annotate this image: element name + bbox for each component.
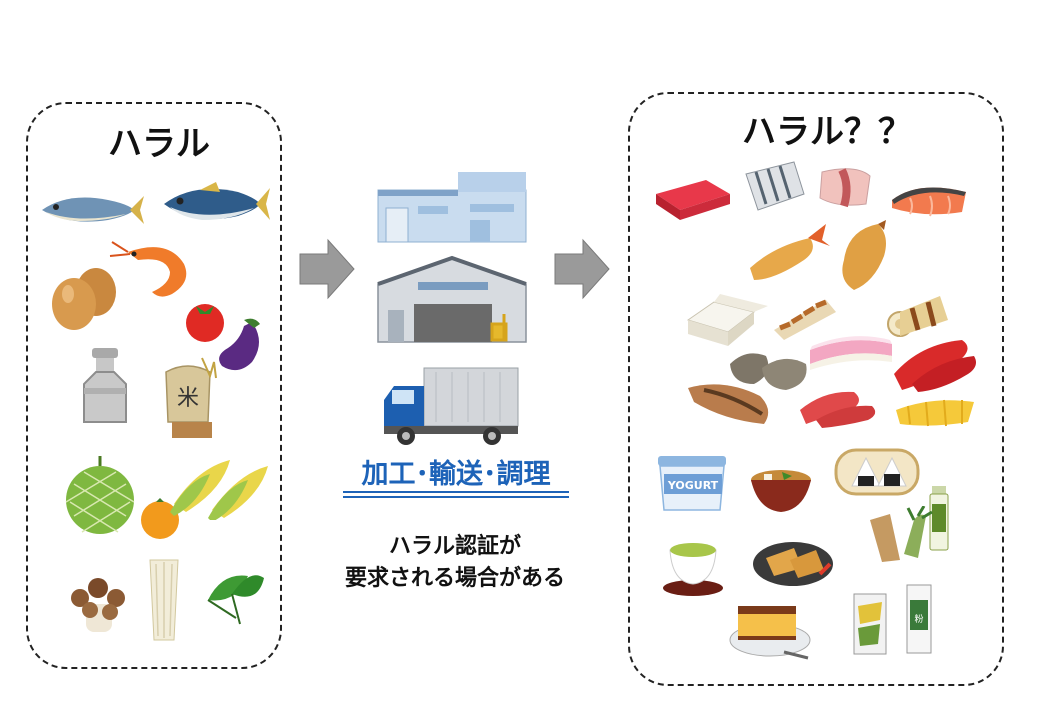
- raw-ingredients-panel: [26, 102, 282, 669]
- mackerel-fish-icon: [42, 196, 144, 224]
- tuna-sashimi-block-icon: [656, 180, 730, 220]
- processing-label: 加工･輸送･調理: [361, 459, 551, 490]
- kamaboko-roll-icon: [887, 296, 948, 337]
- svg-text:粉: 粉: [914, 613, 923, 625]
- tofu-icon: [686, 294, 768, 346]
- yogurt-label: YOGURT: [667, 479, 719, 492]
- rice-bag-icon: 米: [165, 357, 217, 438]
- corn-icon: [170, 460, 268, 520]
- warehouse-icon: [377, 255, 527, 343]
- pink-kamaboko-icon: [810, 336, 892, 370]
- mentaiko-icon: [894, 340, 976, 392]
- castella-cake-icon: [729, 606, 811, 660]
- orange-icon: [141, 498, 179, 539]
- green-tea-cup-icon: [663, 543, 723, 596]
- egg-roll-icon: [896, 399, 974, 427]
- halal-title: ハラル: [108, 124, 210, 164]
- right-arrow-icon: [299, 238, 355, 300]
- halal-question-title: ハラル？？: [742, 112, 912, 152]
- fresh-wasabi-grater-icon: [870, 506, 933, 562]
- milk-can-icon: [83, 348, 127, 423]
- eggplant-icon: [219, 318, 260, 371]
- melon-icon: [65, 456, 135, 534]
- tea-leaves-icon: [207, 575, 264, 625]
- shrimp-icon: [109, 241, 187, 297]
- fish-cake-icon: [730, 353, 807, 390]
- yellowtail-fillet-icon: [819, 168, 871, 208]
- dried-fish-icon: [688, 384, 769, 424]
- enoki-mushroom-icon: [149, 559, 179, 641]
- starch-powder-bag-icon: 粉: [906, 584, 932, 654]
- tuna-fish-icon: [164, 182, 270, 220]
- yogurt-container-icon: YOGURT: [658, 456, 726, 511]
- chikuwa-icon: [774, 299, 836, 340]
- sausage-icon: [800, 391, 876, 428]
- fried-fish-icon: [842, 220, 886, 290]
- salted-mackerel-fillet-icon: [745, 161, 805, 211]
- wasabi-tube-icon: [929, 486, 949, 551]
- processed-foods-panel: [628, 92, 1004, 686]
- salmon-fillet-icon: [892, 187, 966, 217]
- mushrooms-icon: [71, 578, 125, 632]
- right-arrow-icon: [554, 238, 610, 300]
- factory-building-icon: [377, 172, 527, 243]
- certification-note-line2: 要求される場合がある: [344, 566, 565, 591]
- svg-text:米: 米: [177, 386, 199, 411]
- miso-soup-icon: [751, 470, 811, 512]
- fried-shrimp-icon: [750, 224, 830, 280]
- eggs-icon: [52, 268, 116, 330]
- double-underline: [343, 491, 569, 498]
- certification-note-line1: ハラル認証が: [388, 534, 521, 559]
- delivery-truck-icon: [384, 367, 519, 445]
- inari-plate-icon: [753, 542, 833, 586]
- onigiri-bento-icon: [834, 448, 920, 496]
- tomato-icon: [186, 304, 224, 342]
- snack-bag-icon: [853, 593, 887, 655]
